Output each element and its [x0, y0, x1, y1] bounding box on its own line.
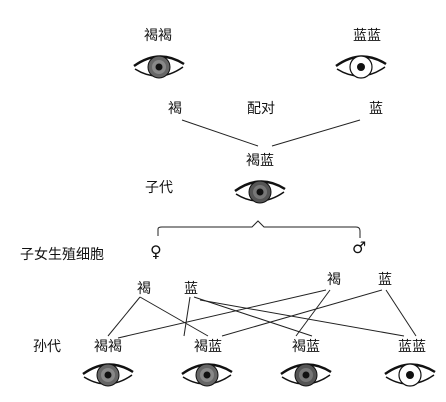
blue-eye-f2 [384, 363, 436, 387]
parent-left-gamete: 褐 [168, 101, 182, 117]
pairing-label: 配对 [247, 101, 275, 117]
parent-right-genotype: 蓝蓝 [353, 28, 381, 44]
f2-genotype-4: 蓝蓝 [398, 339, 426, 355]
female-gamete-brown: 褐 [137, 281, 151, 297]
brown-eye-f2-2 [181, 363, 233, 387]
line-m-blue-1 [221, 289, 383, 337]
line-f-brown-1 [107, 296, 141, 337]
f2-genotype-3: 褐蓝 [292, 339, 320, 355]
f2-genotype-1: 褐褐 [94, 339, 122, 355]
line-m-brown-1 [117, 289, 327, 339]
line-f-blue-1 [183, 296, 191, 337]
parent-right-gamete: 蓝 [369, 101, 383, 117]
line-f-brown-2 [139, 296, 209, 337]
female-gamete-blue: 蓝 [184, 281, 198, 297]
brown-eye-parent [133, 55, 185, 79]
brown-eye-f2-3 [280, 363, 332, 387]
gamete-brace [157, 220, 361, 238]
male-gamete-blue: 蓝 [378, 272, 392, 288]
f1-row-label: 子代 [145, 180, 173, 196]
f2-genotype-2: 褐蓝 [194, 339, 222, 355]
line-f-blue-2 [193, 296, 313, 337]
f1-genotype: 褐蓝 [246, 153, 274, 169]
line-parent-right [271, 119, 361, 147]
brown-eye-f2-1 [82, 363, 134, 387]
gametes-row-label: 子女生殖细胞 [20, 247, 104, 263]
male-gamete-brown: 褐 [327, 272, 341, 288]
f2-row-label: 孙代 [33, 339, 61, 355]
parent-left-genotype: 褐褐 [144, 28, 172, 44]
brown-eye-f1 [234, 180, 286, 204]
line-m-blue-2 [385, 289, 417, 337]
blue-eye-parent [335, 55, 387, 79]
line-m-brown-2 [295, 289, 331, 337]
line-parent-left [181, 119, 259, 147]
female-symbol: ♀ [150, 242, 162, 261]
male-symbol: ♂ [352, 238, 367, 257]
line-f-blue-3 [199, 299, 405, 337]
